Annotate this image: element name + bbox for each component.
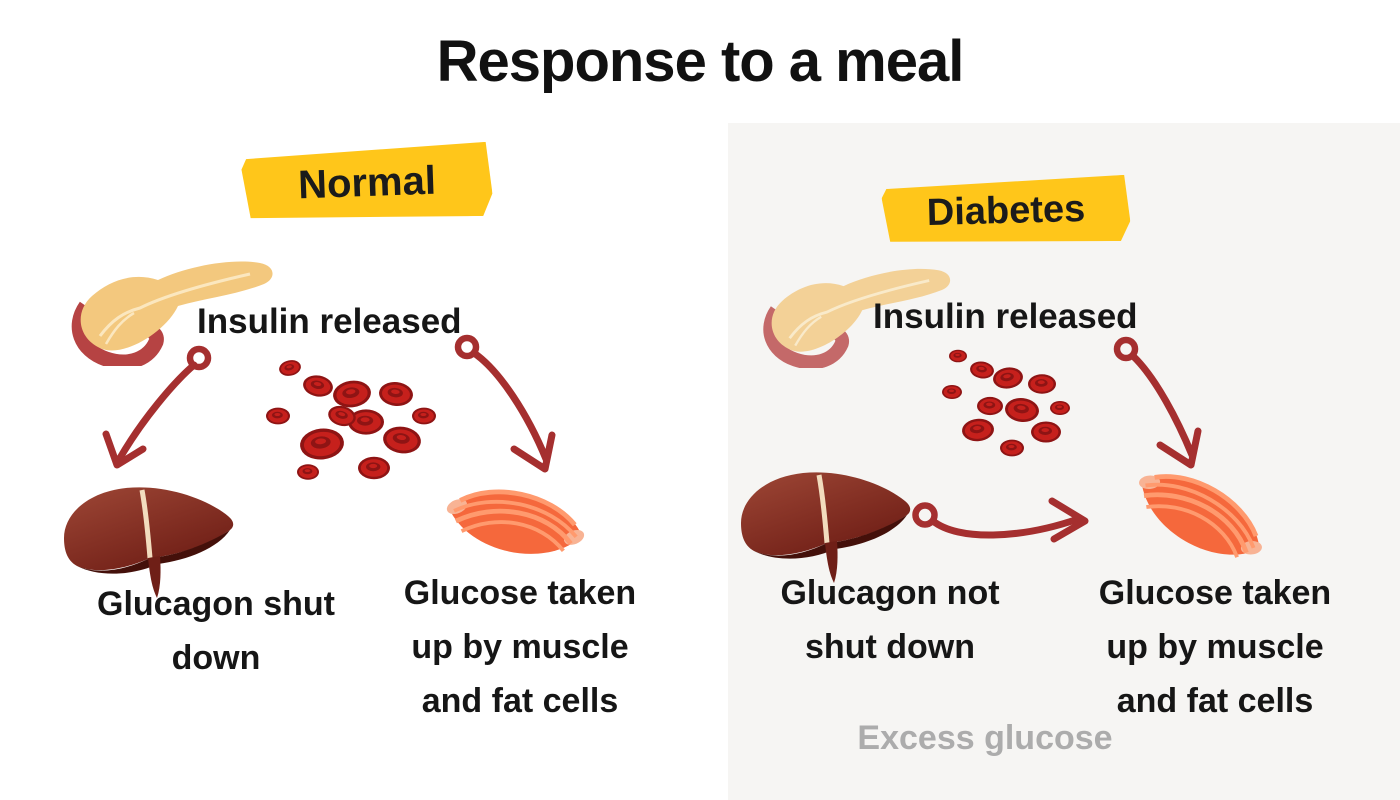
page-title: Response to a meal	[436, 29, 965, 94]
excess-glucose-label: Excess glucose	[857, 719, 1113, 757]
diabetes-muscle-label: Glucose taken up by muscle and fat cells	[1098, 574, 1332, 720]
normal-insulin-label: Insulin released	[197, 302, 462, 341]
normal-badge: Normal	[241, 142, 493, 225]
curved-arrow-icon-to-muscle	[454, 334, 556, 473]
curved-arrow-icon-liver-to-muscle	[912, 497, 1089, 543]
curved-arrow-icon-to-liver	[102, 345, 212, 469]
diabetes-insulin-label: Insulin released	[873, 297, 1138, 336]
curved-arrow-icon-to-muscle	[1113, 336, 1202, 469]
normal-badge-label: Normal	[297, 158, 437, 207]
normal-liver-label: Glucagon shut down	[97, 585, 335, 677]
red-blood-cells-icon	[266, 358, 436, 480]
red-blood-cells-icon	[942, 349, 1070, 457]
diabetes-badge-label: Diabetes	[926, 187, 1086, 234]
diabetes-liver-label: Glucagon not shut down	[780, 574, 1000, 666]
normal-muscle-label: Glucose taken up by muscle and fat cells	[403, 574, 637, 720]
